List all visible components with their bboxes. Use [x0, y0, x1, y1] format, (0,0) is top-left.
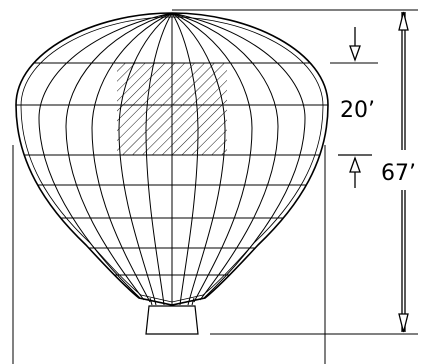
envelope-gores — [38, 12, 306, 306]
basket — [145, 305, 199, 335]
panel-height-label: 20’ — [340, 98, 375, 123]
burner-frame — [149, 297, 195, 306]
panel-dimension-arrows — [338, 27, 372, 188]
envelope-outline — [15, 12, 329, 306]
total-height-label: 67’ — [381, 161, 416, 186]
label-background — [380, 150, 422, 190]
extension-lines — [172, 9, 418, 335]
envelope-outline-inner — [20, 16, 324, 303]
reference-verticals — [12, 145, 326, 364]
